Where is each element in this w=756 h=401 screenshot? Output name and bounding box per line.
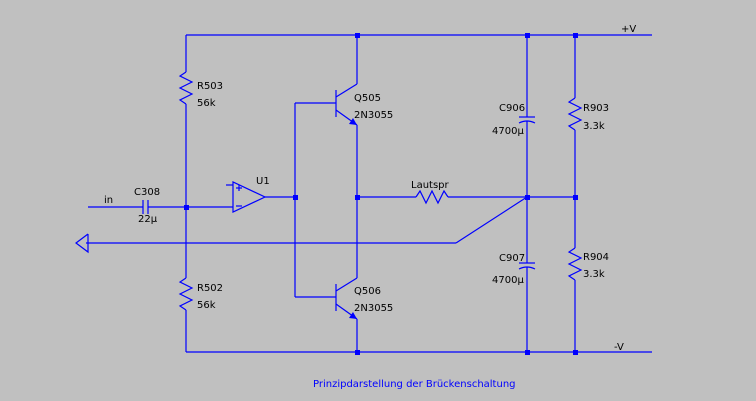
q506-transistor bbox=[335, 197, 358, 352]
c907-ref: C907 bbox=[499, 253, 525, 264]
r904-value: 3.3k bbox=[583, 269, 605, 280]
r503-value: 56k bbox=[197, 98, 216, 109]
q505-ref: Q505 bbox=[354, 93, 381, 104]
r904-resistor bbox=[567, 197, 583, 352]
r903-resistor bbox=[567, 35, 583, 197]
r502-resistor bbox=[178, 207, 194, 352]
ground-arrow-icon bbox=[75, 233, 89, 254]
r904-ref: R904 bbox=[583, 252, 609, 263]
c906-ref: C906 bbox=[499, 103, 525, 114]
q506-ref: Q506 bbox=[354, 286, 381, 297]
speaker-lautspr bbox=[415, 189, 575, 205]
diagram-caption: Prinzipdarstellung der Brückenschaltung bbox=[313, 379, 516, 390]
c308-ref: C308 bbox=[134, 187, 160, 198]
r903-value: 3.3k bbox=[583, 121, 605, 132]
r503-resistor bbox=[178, 35, 194, 207]
input-label: in bbox=[104, 195, 113, 206]
junction-dots bbox=[184, 33, 578, 355]
r903-ref: R903 bbox=[583, 103, 609, 114]
q505-value: 2N3055 bbox=[354, 110, 393, 121]
c308-value: 22µ bbox=[138, 214, 158, 225]
q505-transistor bbox=[335, 35, 358, 197]
opamp-u1 bbox=[226, 181, 295, 213]
opamp-label: U1 bbox=[256, 176, 270, 187]
neg-rail-label: -V bbox=[614, 342, 624, 353]
c906-value: 4700µ bbox=[492, 126, 524, 137]
r503-ref: R503 bbox=[197, 81, 223, 92]
q506-value: 2N3055 bbox=[354, 303, 393, 314]
pos-rail-label: +V bbox=[621, 24, 636, 35]
c907-value: 4700µ bbox=[492, 275, 524, 286]
c906-capacitor bbox=[518, 35, 536, 197]
c907-capacitor bbox=[518, 197, 536, 352]
c308-capacitor bbox=[142, 200, 233, 214]
r502-ref: R502 bbox=[197, 283, 223, 294]
r502-value: 56k bbox=[197, 300, 216, 311]
speaker-label: Lautspr bbox=[411, 180, 450, 191]
